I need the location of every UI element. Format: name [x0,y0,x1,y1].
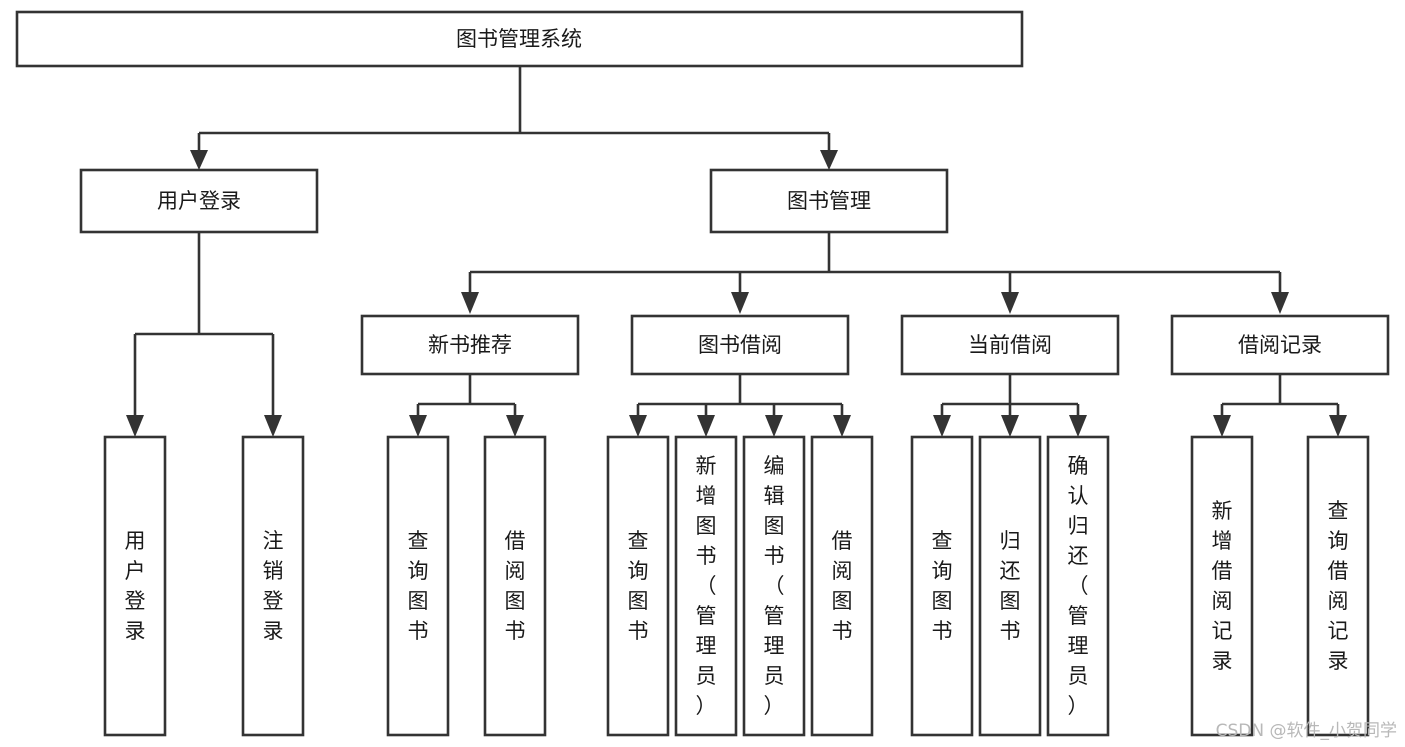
node-book-borrow-label: 图书借阅 [698,333,782,357]
node-new-book-recommend[interactable]: 新书推荐 [360,314,580,376]
node-current-borrow[interactable]: 当前借阅 [900,314,1120,376]
arrow-head-current-borrow [1001,292,1019,314]
node-layer: 图书管理系统 用户登录 图书管理 新书推荐 图书借阅 [15,10,1390,737]
leaf-borrow-record-1[interactable]: 新增借阅记录 [1190,435,1254,737]
leaf-borrow-record-2[interactable]: 查询借阅记录 [1306,435,1370,737]
connector-layer [126,66,1347,437]
arrow-head-leaf-borrow-record-2 [1329,415,1347,437]
leaf-book-borrow-4-label: 借阅图书 [832,529,853,643]
arrow-head-book-borrow [731,292,749,314]
leaf-borrow-record-2-label: 查询借阅记录 [1328,499,1349,673]
node-borrow-record[interactable]: 借阅记录 [1170,314,1390,376]
leaf-current-borrow-1[interactable]: 查询图书 [910,435,974,737]
watermark-text: CSDN @软件_小贺同学 [1215,721,1397,741]
node-book-manage[interactable]: 图书管理 [709,168,949,234]
leaf-book-borrow-3[interactable]: 编辑图书（管理员） [742,435,806,737]
arrow-head-leaf-new-book-1 [409,415,427,437]
leaf-current-borrow-2[interactable]: 归还图书 [978,435,1042,737]
arrow-head-leaf-current-borrow-2 [1001,415,1019,437]
arrow-head-leaf-user-login-1 [126,415,144,437]
leaf-user-login-1[interactable]: 用户登录 [103,435,167,737]
node-book-borrow[interactable]: 图书借阅 [630,314,850,376]
arrow-head-user-login [190,150,208,170]
arrow-head-new-book [461,292,479,314]
node-borrow-record-label: 借阅记录 [1238,333,1322,357]
arrow-head-leaf-user-login-2 [264,415,282,437]
leaf-current-borrow-1-label: 查询图书 [932,529,953,643]
leaf-book-borrow-2-label: 新增图书（管理员） [696,454,717,718]
arrow-head-leaf-book-borrow-2 [697,415,715,437]
arrow-head-leaf-current-borrow-3 [1069,415,1087,437]
leaf-new-book-1[interactable]: 查询图书 [386,435,450,737]
leaf-current-borrow-2-label: 归还图书 [1000,529,1021,643]
leaf-book-borrow-1-label: 查询图书 [628,529,649,643]
node-root[interactable]: 图书管理系统 [15,10,1024,68]
leaf-current-borrow-3[interactable]: 确认归还（管理员） [1046,435,1110,737]
node-root-label: 图书管理系统 [456,27,582,51]
leaf-borrow-record-1-label: 新增借阅记录 [1212,499,1233,673]
node-new-book-recommend-label: 新书推荐 [428,333,512,357]
leaf-user-login-1-label: 用户登录 [125,529,146,643]
arrow-head-leaf-borrow-record-1 [1213,415,1231,437]
leaf-book-borrow-4[interactable]: 借阅图书 [810,435,874,737]
leaf-user-login-2[interactable]: 注销登录 [241,435,305,737]
node-user-login-label: 用户登录 [157,189,241,213]
leaf-new-book-2-label: 借阅图书 [505,529,526,643]
leaf-new-book-1-label: 查询图书 [408,529,429,643]
leaf-book-borrow-3-label: 编辑图书（管理员） [764,454,785,718]
leaf-new-book-2[interactable]: 借阅图书 [483,435,547,737]
arrow-head-book-manage [820,150,838,170]
leaf-book-borrow-1[interactable]: 查询图书 [606,435,670,737]
node-current-borrow-label: 当前借阅 [968,333,1052,357]
arrow-head-leaf-new-book-2 [506,415,524,437]
arrow-head-borrow-record [1271,292,1289,314]
arrow-head-leaf-book-borrow-4 [833,415,851,437]
node-user-login[interactable]: 用户登录 [79,168,319,234]
leaf-book-borrow-2[interactable]: 新增图书（管理员） [674,435,738,737]
arrow-head-leaf-book-borrow-3 [765,415,783,437]
arrow-head-leaf-book-borrow-1 [629,415,647,437]
leaf-user-login-2-label: 注销登录 [263,529,284,643]
arrow-head-leaf-current-borrow-1 [933,415,951,437]
node-book-manage-label: 图书管理 [787,189,871,213]
leaf-current-borrow-3-label: 确认归还（管理员） [1068,454,1089,718]
